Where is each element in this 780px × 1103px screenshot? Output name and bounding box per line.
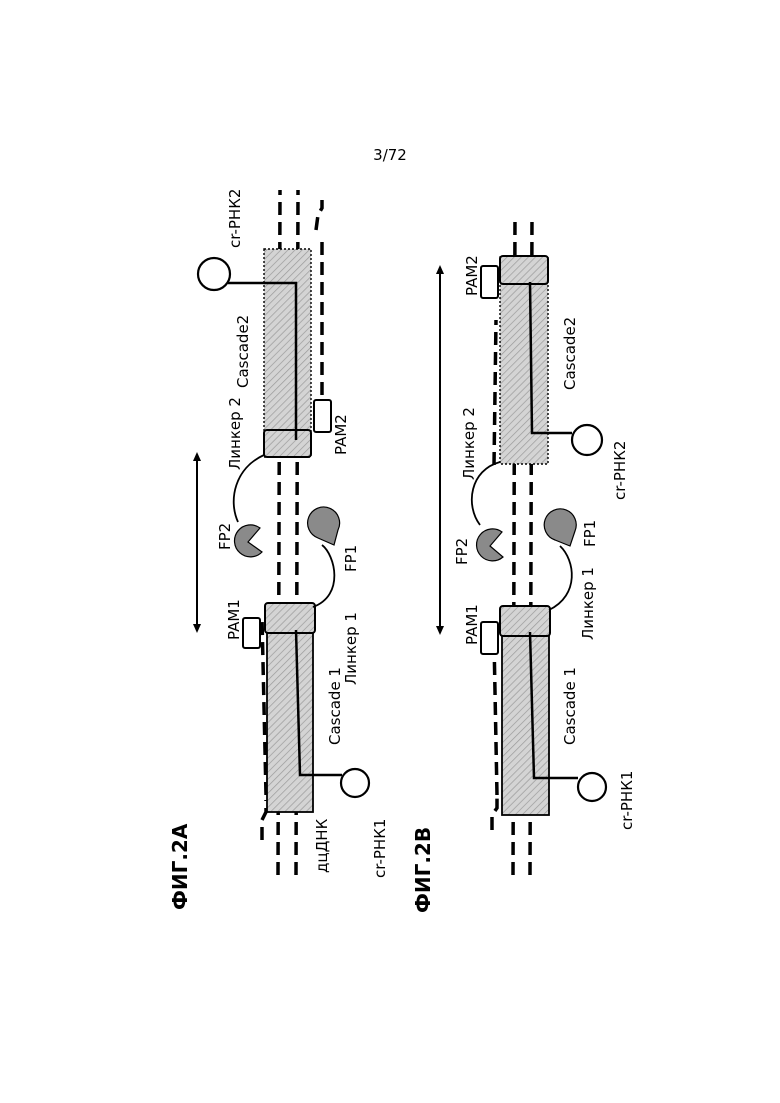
fp1-pacman-b: [544, 509, 576, 546]
crrna2-loop-b: [572, 425, 602, 455]
cascade1-cap-a: [265, 603, 315, 633]
cascade2-box-a: [264, 249, 311, 457]
pam1-box-a: [243, 618, 260, 648]
linker2-label-b: Линкер 2: [460, 407, 478, 480]
linker1-label-a: Линкер 1: [342, 612, 360, 685]
cascade2-cap-a: [264, 430, 311, 457]
linker2-label-a: Линкер 2: [226, 397, 244, 470]
crrna2-label-a: cr-РНК2: [226, 189, 244, 248]
crrna1-loop-b: [578, 773, 606, 801]
dna-strand-outer-lower-a: [262, 800, 266, 840]
pam2-box-a: [314, 400, 331, 432]
pam2-box-b: [481, 266, 498, 298]
cascade1-cap-b: [500, 606, 550, 636]
fp2-pacman-a: [235, 525, 262, 557]
dna-strand-displaced-upper-b: [494, 320, 496, 465]
pam2-label-a: PAM2: [332, 414, 350, 455]
pam1-label-b: PAM1: [463, 604, 481, 645]
linker1-a: [313, 545, 334, 607]
dna-strand-displaced-a: [316, 200, 322, 230]
crrna1-label-b: cr-РНК1: [618, 771, 636, 830]
cascade2-label-b: Cascade2: [561, 317, 579, 390]
crrna2-loop-a: [198, 258, 230, 290]
figure-2a: ФИГ.2А дцДНК cr-РНК1 Cascade 1 Линкер 1 …: [168, 189, 389, 910]
dna-strand-outer-lower-dashed-a: [262, 618, 266, 795]
cascade1-box-a: [267, 605, 313, 812]
crrna1-loop-a: [341, 769, 369, 797]
crrna1-label-a: cr-РНК1: [371, 819, 389, 878]
figure-2b: ФИГ.2В cr-РНК1 Cascade 1 Линкер 1 PAM1 F…: [411, 215, 636, 913]
crrna2-label-b: cr-РНК2: [611, 441, 629, 500]
cascade2-cap-b: [500, 256, 548, 284]
dsdna-label-a: дцДНК: [313, 818, 331, 873]
cascade2-label-a: Cascade2: [234, 315, 252, 388]
pam1-label-a: PAM1: [225, 599, 243, 640]
linker1-b: [549, 546, 572, 610]
dna-strand-outer-lower-dashed-b: [494, 640, 497, 795]
fp1-label-b: FP1: [581, 520, 599, 547]
cascade1-box-b: [502, 608, 549, 815]
linker1-label-b: Линкер 1: [579, 567, 597, 640]
fp2-label-a: FP2: [216, 523, 234, 550]
figure-title-b: ФИГ.2В: [411, 827, 435, 913]
fp1-label-a: FP1: [342, 545, 360, 572]
dna-strand-outer-lower-b: [492, 798, 497, 830]
figure-title-a: ФИГ.2А: [168, 823, 192, 910]
pam1-box-b: [481, 622, 498, 654]
pam2-label-b: PAM2: [463, 255, 481, 296]
fp2-pacman-b: [477, 529, 503, 561]
fp1-pacman-a: [308, 507, 340, 545]
distance-arrow-b: [436, 265, 444, 635]
fp2-label-b: FP2: [453, 538, 471, 565]
distance-arrow-a: [193, 452, 201, 633]
cascade1-label-b: Cascade 1: [561, 667, 579, 745]
